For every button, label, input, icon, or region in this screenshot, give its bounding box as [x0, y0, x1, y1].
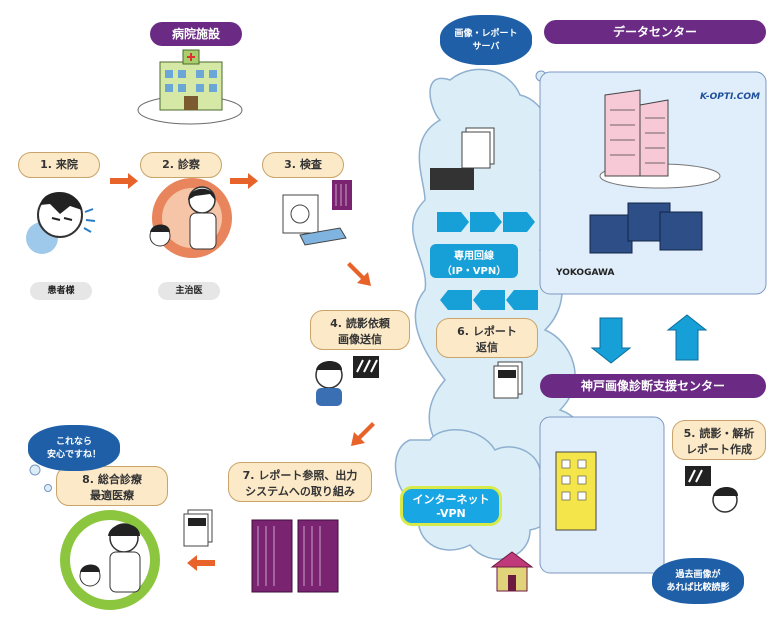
- doctor-label: 主治医: [158, 282, 220, 300]
- radiologist-request-icon: [315, 356, 379, 406]
- image-server-line1: 画像・レポート: [454, 29, 518, 39]
- patient-coughing-icon: [26, 192, 96, 254]
- vendor-yokogawa: YOKOGAWA: [556, 268, 615, 278]
- report-return-line2: 返信: [476, 341, 498, 354]
- final-line1: 8. 総合診療: [82, 473, 142, 486]
- support-center-building-icon: [555, 451, 597, 531]
- dedicated-line1: 専用回線: [454, 251, 494, 262]
- dedicated-line-arrows: [437, 212, 538, 310]
- request-line2: 画像送信: [338, 333, 382, 346]
- server-racks-icon: [251, 519, 339, 593]
- internet-vpn-box: インターネット -VPN: [400, 486, 502, 526]
- report-return-line1: 6. レポート: [457, 325, 517, 338]
- step-reading: 5. 読影・解析 レポート作成: [672, 420, 766, 460]
- sync-arrows: [590, 314, 708, 364]
- datacenter-buildings-icon: [589, 89, 721, 254]
- hospital-title: 病院施設: [150, 22, 242, 46]
- relief-line2: 安心ですね！: [46, 450, 101, 460]
- step-examination: 3. 検査: [262, 152, 344, 178]
- reference-line1: 7. レポート参照、出力: [242, 469, 358, 482]
- reading-line2: レポート作成: [686, 443, 752, 456]
- support-center-title: 神戸画像診断支援センター: [540, 374, 766, 398]
- film-image-icon: [430, 168, 474, 190]
- internet-line1: インターネット: [412, 493, 490, 506]
- step-consultation: 2. 診察: [140, 152, 222, 178]
- dedicated-line-box: 専用回線 （IP・VPN）: [430, 244, 518, 278]
- doctor-consultation-icon: [149, 178, 232, 258]
- doctor-with-child-icon: [60, 510, 160, 610]
- datacenter-title: データセンター: [544, 20, 766, 44]
- comparison-bubble: 過去画像が あれば比較読影: [652, 558, 744, 604]
- final-line2: 最適医療: [90, 489, 134, 502]
- comparison-line2: あれば比較読影: [666, 583, 730, 593]
- step-visit: 1. 来院: [18, 152, 100, 178]
- dedicated-line2: （IP・VPN）: [441, 266, 507, 277]
- hospital-building-icon: [137, 49, 243, 125]
- ct-scanner-icon: [282, 180, 352, 246]
- relief-bubble: これなら 安心ですね！: [28, 425, 120, 471]
- comparison-line1: 過去画像が: [675, 570, 721, 580]
- step-report-return: 6. レポート 返信: [436, 318, 538, 358]
- patient-label: 患者様: [30, 282, 92, 300]
- image-server-bubble: 画像・レポート サーバ: [440, 15, 532, 65]
- step-request: 4. 読影依頼 画像送信: [310, 310, 410, 350]
- reference-line2: システムへの取り組み: [245, 485, 355, 498]
- vendor-k-opti: K-OPTI.COM: [700, 92, 760, 102]
- image-server-line2: サーバ: [472, 42, 500, 52]
- reading-line1: 5. 読影・解析: [683, 427, 755, 440]
- request-line1: 4. 読影依頼: [330, 317, 390, 330]
- step-report-reference: 7. レポート参照、出力 システムへの取り組み: [228, 462, 372, 502]
- step-final-care: 8. 総合診療 最適医療: [56, 466, 168, 506]
- reading-doctor-icon: [685, 466, 738, 513]
- relief-line1: これなら: [55, 437, 92, 447]
- flow-arrows: [110, 173, 375, 571]
- internet-line2: -VPN: [436, 507, 466, 520]
- house-icon: [490, 551, 534, 592]
